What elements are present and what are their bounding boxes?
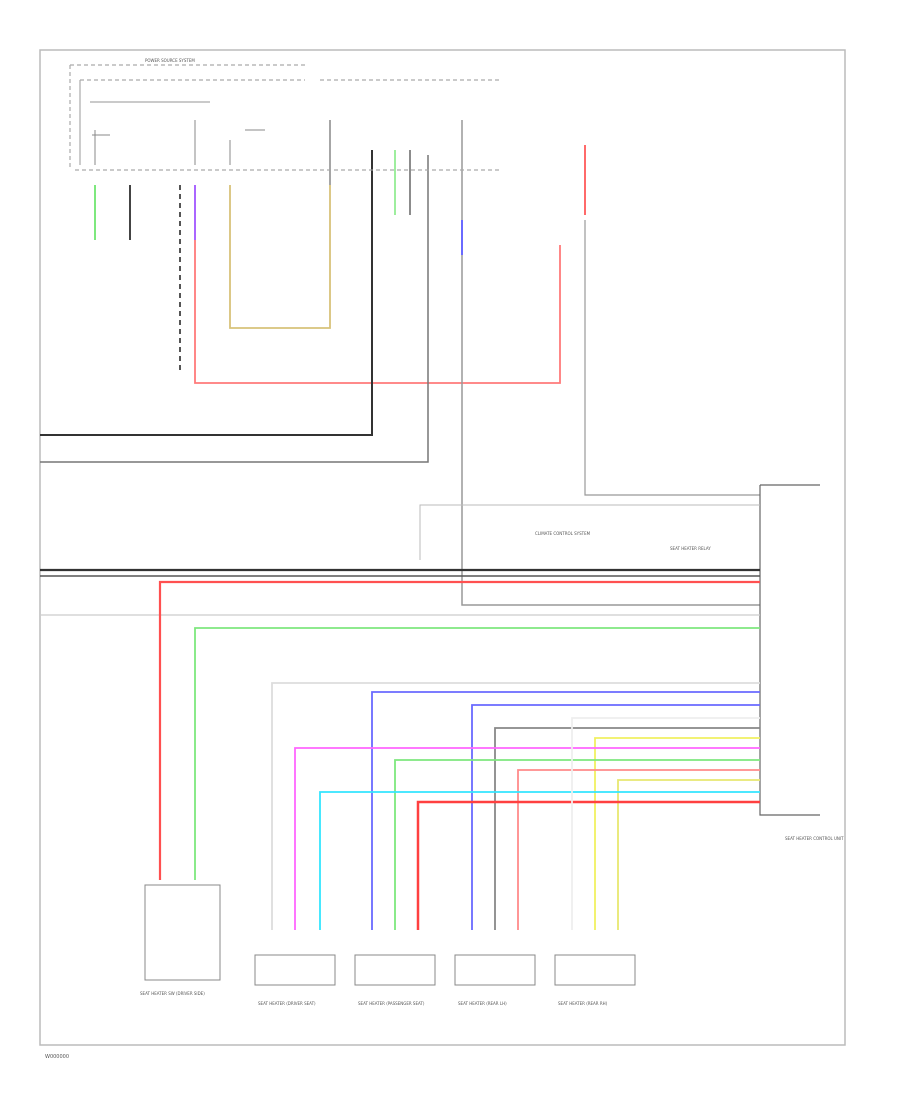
fuse-block-left [92, 120, 265, 165]
left-bus-lines [40, 504, 760, 616]
bottom-connector-boxes [144, 884, 636, 986]
seat-heater-wires [271, 682, 760, 930]
footer-code: W000000 [45, 1054, 69, 1060]
bottom-label-3: SEAT HEATER (REAR LH) [458, 1001, 507, 1006]
bottom-label-0: SEAT HEATER SW (DRIVER SIDE) [140, 991, 205, 996]
left-connectors [94, 185, 196, 370]
mid-label: CLIMATE CONTROL SYSTEM [535, 531, 591, 536]
red-switch-wire [158, 580, 760, 880]
bottom-label-1: SEAT HEATER (DRIVER SEAT) [258, 1001, 316, 1006]
bottom-label-4: SEAT HEATER (REAR RH) [558, 1001, 608, 1006]
bottom-label-2: SEAT HEATER (PASSENGER SEAT) [358, 1001, 425, 1006]
mid-label2: SEAT HEATER RELAY [670, 546, 711, 551]
gray-feed-right [584, 220, 760, 496]
control-unit [759, 484, 820, 816]
green-switch-wire [194, 627, 760, 880]
top-bus-label: POWER SOURCE SYSTEM [145, 58, 195, 63]
red-wire-loop [194, 240, 561, 384]
tan-wire-loop [229, 185, 331, 329]
center-connectors [40, 120, 760, 606]
diagram-frame [39, 49, 846, 1046]
top-power-bus [69, 64, 500, 171]
main-unit-caption: SEAT HEATER CONTROL UNIT [785, 836, 844, 841]
